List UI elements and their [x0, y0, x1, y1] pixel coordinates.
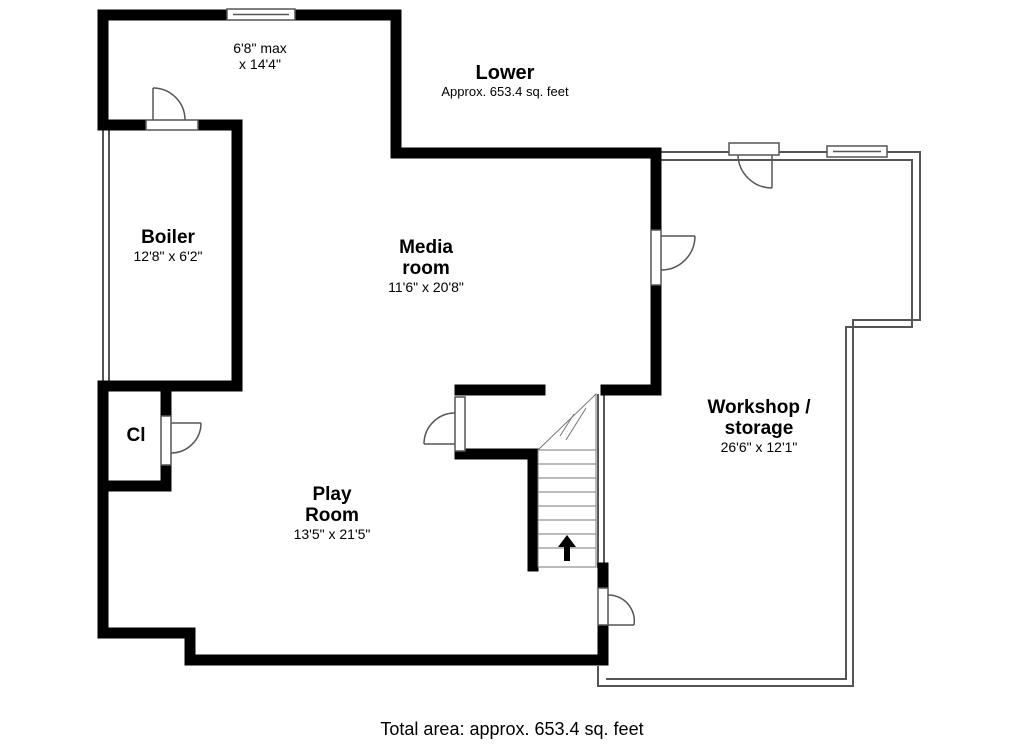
floor-label: Lower Approx. 653.4 sq. feet	[420, 63, 590, 100]
room-workshop-dims: 26'6" x 12'1"	[720, 439, 798, 455]
thin-walls	[102, 127, 921, 687]
windows	[226, 8, 888, 158]
hall-wall	[97, 9, 233, 131]
room-play-name: Play Room	[305, 484, 359, 526]
left-wall	[97, 380, 609, 666]
room-hall-dims: 6'8" max x 14'4"	[233, 40, 287, 72]
boiler-right-wall	[192, 119, 243, 386]
closet-door-jamb	[160, 415, 172, 466]
workshop-inner-thin-wall	[606, 159, 913, 680]
room-label-play: Play Room 13'5" x 21'5"	[267, 484, 397, 542]
room-label-media: Media room 11'6" x 20'8"	[361, 237, 491, 295]
closet-wall-bottom	[97, 459, 172, 492]
room-label-hall: 6'8" max x 14'4"	[200, 40, 320, 72]
room-label-workshop: Workshop / storage 26'6" x 12'1"	[688, 397, 830, 455]
stair-door-jamb	[454, 396, 466, 452]
stair-left-wall	[454, 448, 539, 572]
floor-title: Lower	[475, 62, 535, 84]
room-media-name: Media room	[399, 237, 453, 279]
hall-right-wall	[289, 9, 662, 396]
room-boiler-name: Boiler	[141, 227, 195, 248]
room-closet-name: Cl	[126, 425, 146, 446]
stair-up-arrow-icon	[558, 535, 576, 561]
room-label-boiler: Boiler 12'8" x 6'2"	[108, 227, 228, 264]
media-door-jamb	[650, 229, 662, 286]
doors	[145, 87, 780, 626]
room-boiler-dims: 12'8" x 6'2"	[133, 248, 203, 264]
stair-run	[537, 449, 597, 568]
total-area: Total area: approx. 653.4 sq. feet	[380, 719, 644, 739]
room-media-dims: 11'6" x 20'8"	[388, 279, 464, 295]
room-workshop-name: Workshop / storage	[707, 397, 811, 439]
room-label-closet: Cl	[115, 425, 157, 446]
workshop-thin-wall	[597, 151, 921, 687]
boiler-door-jamb	[145, 119, 199, 131]
workshop-door-jamb	[728, 142, 780, 156]
room-play-dims: 13'5" x 21'5"	[293, 526, 371, 542]
thick-walls	[97, 9, 662, 666]
play-door-jamb	[597, 587, 609, 626]
floor-area: Approx. 653.4 sq. feet	[441, 84, 569, 99]
stair-winder	[537, 392, 597, 451]
